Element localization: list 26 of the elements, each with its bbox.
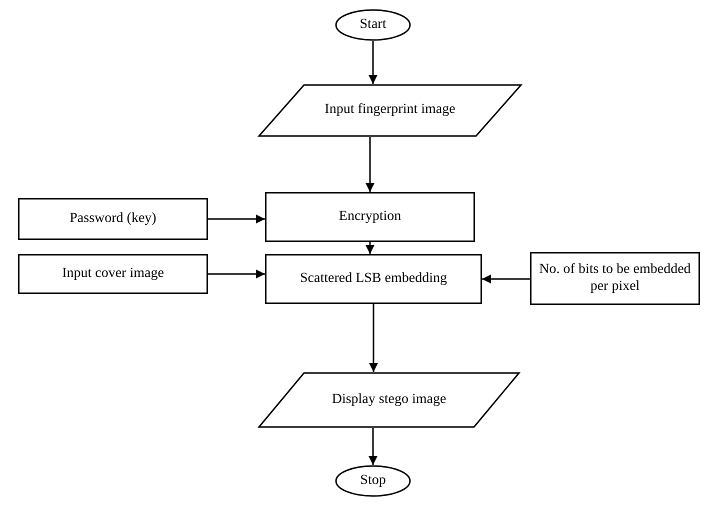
input-box [18,198,208,240]
arrow [366,137,374,192]
arrow [369,304,378,372]
output-parallelogram [258,372,520,428]
terminal-ellipse [335,465,411,497]
node-label: Input cover image [62,266,164,282]
node-label: Stop [360,472,386,490]
arrow [366,242,374,254]
arrow [368,428,378,465]
arrow [368,41,378,84]
process-box [265,254,482,304]
node-label: Start [360,16,386,34]
arrow [208,270,265,278]
node-label: Encryption [338,208,402,226]
terminal-ellipse [335,9,411,41]
node-label: Input fingerprint image [324,102,456,119]
arrow [208,214,265,224]
node-label: Scattered LSB embedding [300,270,447,288]
arrow [482,274,530,284]
input-parallelogram [258,84,522,137]
node-label: No. of bits to be embedded per pixel [538,262,692,296]
input-box [530,252,700,305]
input-box [18,254,208,294]
node-label: Display stego image [332,392,446,408]
process-box [265,192,475,242]
node-label: Password (key) [70,210,156,228]
